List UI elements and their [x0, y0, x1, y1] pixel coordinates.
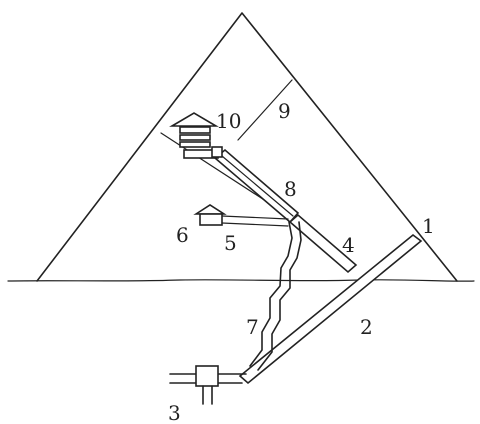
label-5: 5 — [224, 231, 237, 255]
pyramid-outline — [36, 12, 458, 282]
label-1: 1 — [422, 214, 435, 238]
label-7: 7 — [246, 315, 259, 339]
label-10: 10 — [216, 109, 241, 133]
label-8: 8 — [284, 177, 297, 201]
descending-passage — [238, 233, 423, 385]
label-9: 9 — [278, 99, 291, 123]
grand-gallery-inner — [221, 155, 294, 217]
label-4: 4 — [342, 233, 355, 257]
air-line-upper — [237, 79, 293, 141]
ascending-passage — [288, 213, 358, 274]
kings-chamber — [169, 112, 223, 159]
ground-line — [7, 279, 475, 282]
subterranean-chamber — [169, 365, 247, 405]
label-2: 2 — [360, 315, 373, 339]
well-shaft-left — [249, 221, 293, 367]
label-6: 6 — [176, 223, 189, 247]
label-3: 3 — [168, 401, 181, 424]
queens-chamber — [193, 204, 289, 227]
well-shaft-right — [257, 221, 302, 371]
